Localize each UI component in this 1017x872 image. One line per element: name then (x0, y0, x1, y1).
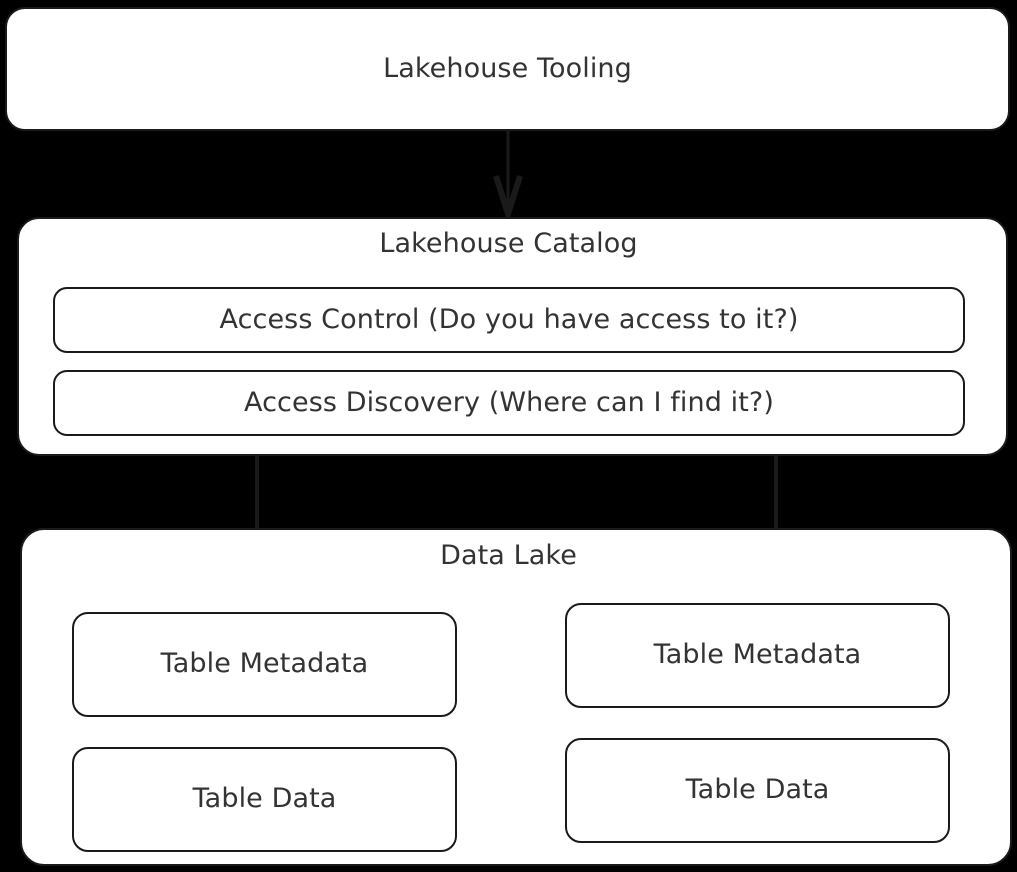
node-table-metadata-left-label: Table Metadata (160, 648, 369, 680)
node-table-data-right-label: Table Data (685, 774, 830, 806)
node-access-control-label: Access Control (Do you have access to it… (219, 303, 799, 335)
node-lakehouse-tooling[interactable]: Lakehouse Tooling (5, 7, 1010, 131)
node-lakehouse-tooling-label: Lakehouse Tooling (383, 52, 632, 84)
edge-tooling-to-catalog (493, 131, 523, 224)
node-table-metadata-right[interactable]: Table Metadata (565, 603, 950, 708)
down-arrow-icon (493, 175, 523, 224)
node-table-metadata-left[interactable]: Table Metadata (72, 612, 457, 717)
node-table-data-left[interactable]: Table Data (72, 747, 457, 852)
node-table-metadata-right-label: Table Metadata (653, 639, 862, 671)
node-access-discovery[interactable]: Access Discovery (Where can I find it?) (53, 370, 965, 436)
cluster-data-lake-label: Data Lake (440, 540, 577, 571)
cluster-lakehouse-catalog-label: Lakehouse Catalog (379, 228, 638, 259)
node-table-data-right[interactable]: Table Data (565, 738, 950, 843)
node-table-data-left-label: Table Data (192, 783, 337, 815)
node-access-discovery-label: Access Discovery (Where can I find it?) (244, 386, 774, 418)
node-access-control[interactable]: Access Control (Do you have access to it… (53, 287, 965, 353)
